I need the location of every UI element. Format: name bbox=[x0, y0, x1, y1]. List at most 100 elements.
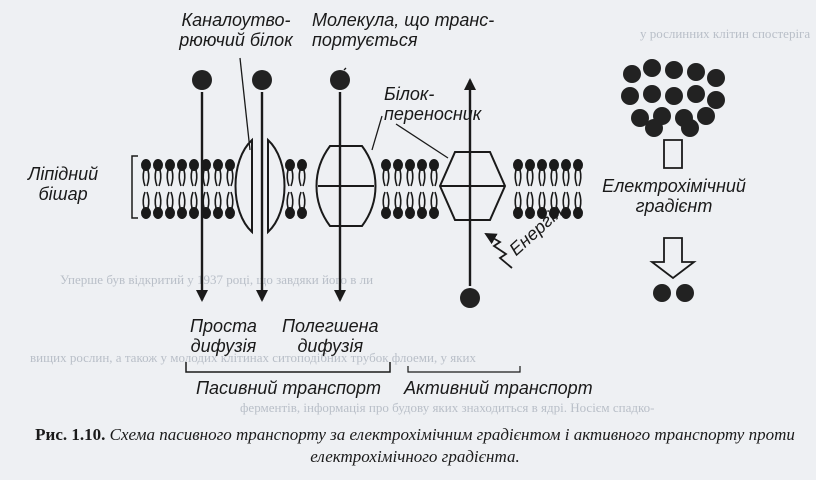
lipid-tail bbox=[298, 169, 306, 187]
lipid-tail bbox=[142, 169, 150, 187]
lipid-head bbox=[284, 207, 295, 220]
transport-diagram bbox=[131, 57, 725, 373]
molecule-channel bbox=[252, 70, 272, 90]
lipid-head bbox=[380, 159, 391, 172]
lipid-head bbox=[213, 207, 224, 220]
gradient-molecule-1 bbox=[653, 284, 671, 302]
cluster-molecule bbox=[631, 109, 649, 127]
lipid-tail bbox=[550, 191, 558, 209]
bilayer-bracket bbox=[131, 155, 138, 219]
lipid-head bbox=[153, 207, 164, 220]
lipid-tail bbox=[286, 191, 294, 209]
lipid-head bbox=[213, 159, 224, 172]
lipid-head bbox=[225, 207, 236, 220]
caption-number: Рис. 1.10. bbox=[35, 425, 106, 444]
molecule-simple bbox=[192, 70, 212, 90]
carrier-label-leader-2 bbox=[395, 123, 449, 159]
lipid-tail bbox=[514, 169, 522, 187]
molecule-cluster bbox=[621, 59, 725, 137]
lipid-tail bbox=[202, 191, 210, 209]
lipid-head bbox=[524, 159, 535, 172]
figure-caption: Рис. 1.10. Схема пасивного транспорту за… bbox=[30, 424, 800, 468]
lipid-tail bbox=[562, 169, 570, 187]
lipid-head bbox=[416, 207, 427, 220]
lipid-head bbox=[548, 159, 559, 172]
lipid-tail bbox=[562, 191, 570, 209]
lipid-head bbox=[165, 207, 176, 220]
gradient-arrow-bottom bbox=[649, 237, 697, 280]
lipid-head bbox=[536, 159, 547, 172]
lipid-tail bbox=[430, 169, 438, 187]
passive-transport-label: Пасивний транспорт bbox=[196, 378, 382, 398]
molecule-carrier bbox=[330, 70, 350, 90]
lipid-head bbox=[560, 159, 571, 172]
lipid-head bbox=[177, 207, 188, 220]
cluster-molecule bbox=[707, 69, 725, 87]
lipid-head bbox=[380, 207, 391, 220]
electrochemical-gradient-label: Електрохімічний градієнт bbox=[602, 176, 746, 216]
transported-molecule-label: Молекула, що транс- портується bbox=[312, 10, 495, 50]
lipid-tail bbox=[154, 169, 162, 187]
cluster-molecule bbox=[665, 87, 683, 105]
lipid-head bbox=[189, 207, 200, 220]
lipid-head bbox=[428, 207, 439, 220]
lipid-tail bbox=[166, 169, 174, 187]
lipid-tail bbox=[526, 191, 534, 209]
gradient-arrow-top bbox=[663, 139, 683, 169]
carrier-protein-passive bbox=[315, 145, 377, 227]
channel-protein bbox=[234, 137, 286, 235]
lipid-tail bbox=[154, 191, 162, 209]
lipid-head bbox=[512, 159, 523, 172]
lipid-head bbox=[177, 159, 188, 172]
cluster-molecule bbox=[707, 91, 725, 109]
lipid-tail bbox=[178, 169, 186, 187]
cluster-molecule bbox=[687, 63, 705, 81]
lipid-head bbox=[153, 159, 164, 172]
active-bracket bbox=[407, 366, 521, 373]
lipid-tail bbox=[430, 191, 438, 209]
lipid-head bbox=[524, 207, 535, 220]
lipid-tail bbox=[406, 191, 414, 209]
lipid-bilayer bbox=[141, 159, 583, 220]
lipid-tail bbox=[418, 169, 426, 187]
lipid-head bbox=[572, 207, 583, 220]
cluster-molecule bbox=[697, 107, 715, 125]
lipid-tail bbox=[394, 191, 402, 209]
lipid-tail bbox=[574, 191, 582, 209]
cluster-molecule bbox=[665, 61, 683, 79]
lipid-tail bbox=[226, 191, 234, 209]
lipid-head bbox=[165, 159, 176, 172]
lipid-head bbox=[296, 159, 307, 172]
lipid-tail bbox=[418, 191, 426, 209]
lipid-tail bbox=[298, 191, 306, 209]
lipid-tail bbox=[202, 169, 210, 187]
lipid-head bbox=[189, 159, 200, 172]
lipid-tail bbox=[214, 191, 222, 209]
lipid-tail bbox=[190, 169, 198, 187]
lipid-head bbox=[404, 207, 415, 220]
lipid-tail bbox=[226, 169, 234, 187]
caption-text: Схема пасивного транспорту за електрохім… bbox=[109, 425, 795, 466]
lipid-tail bbox=[286, 169, 294, 187]
lipid-tail bbox=[142, 191, 150, 209]
carrier-protein-active bbox=[438, 150, 507, 222]
cluster-molecule bbox=[681, 119, 699, 137]
lipid-head bbox=[416, 159, 427, 172]
lipid-head bbox=[512, 207, 523, 220]
lipid-head bbox=[225, 159, 236, 172]
lipid-tail bbox=[394, 169, 402, 187]
carrier-protein-label: Білок- переносник bbox=[384, 84, 482, 124]
lipid-head bbox=[560, 207, 571, 220]
channel-label-leader bbox=[239, 57, 251, 151]
lipid-tail bbox=[214, 169, 222, 187]
passive-bracket bbox=[185, 362, 391, 373]
lipid-tail bbox=[538, 169, 546, 187]
carrier-label-leader bbox=[371, 115, 383, 151]
lipid-tail bbox=[178, 191, 186, 209]
lipid-head bbox=[284, 159, 295, 172]
facilitated-diffusion-label: Полегшена дифузія bbox=[282, 316, 379, 356]
lipid-tail bbox=[538, 191, 546, 209]
lipid-head bbox=[428, 159, 439, 172]
cluster-molecule bbox=[623, 65, 641, 83]
energy-arrow bbox=[484, 233, 513, 269]
